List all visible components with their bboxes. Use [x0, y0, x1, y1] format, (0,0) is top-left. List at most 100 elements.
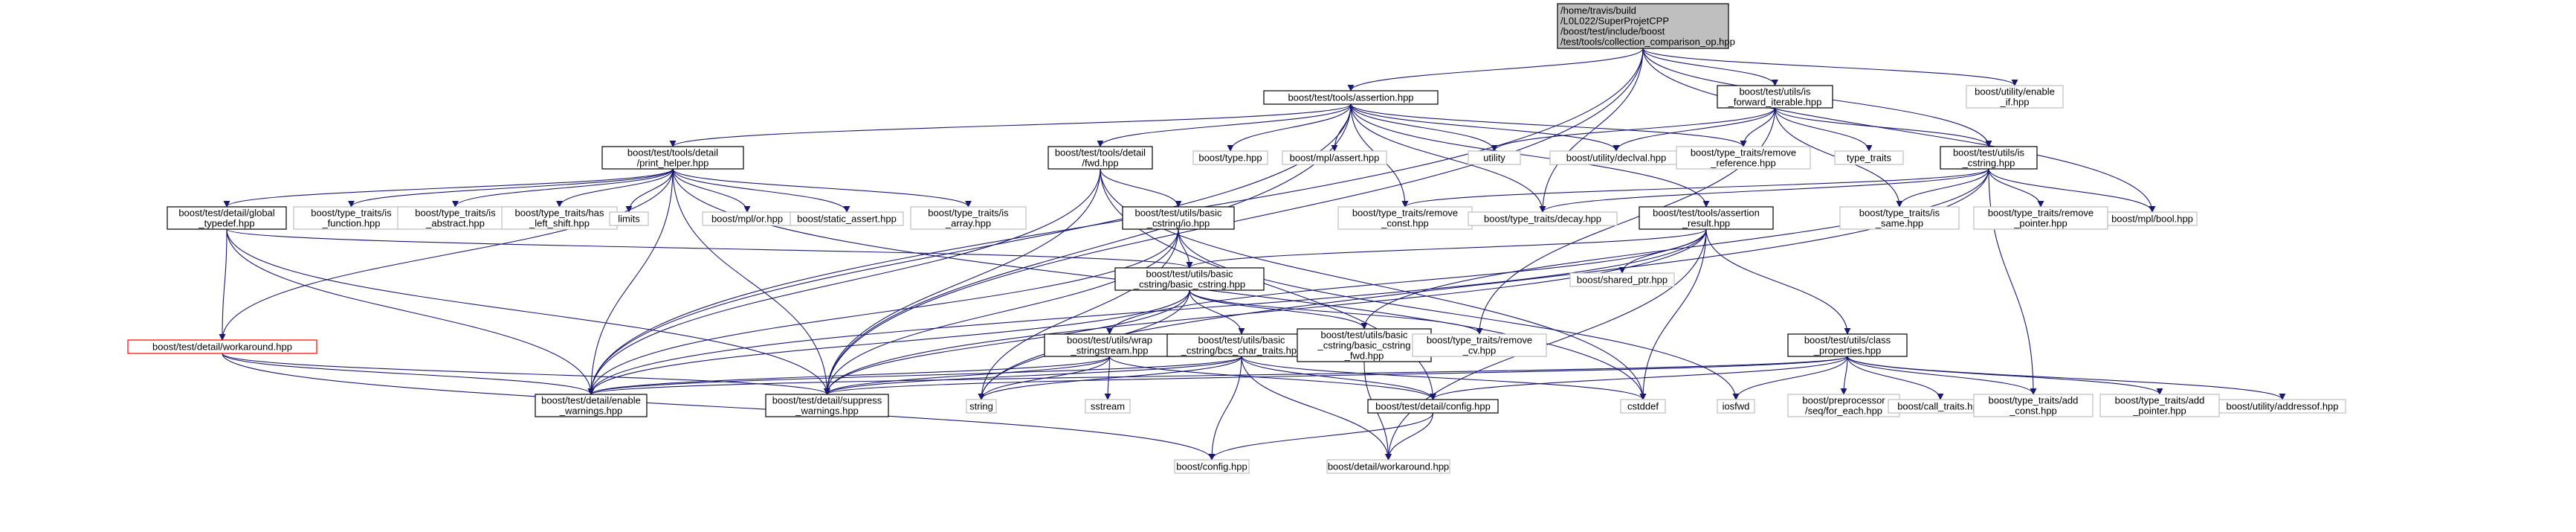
node-label-line: _stringstream.hpp [1070, 345, 1148, 356]
node-root[interactable]: /home/travis/build/L0L022/SuperProjetCPP… [1557, 3, 1735, 49]
node-label-line: boost/type_traits/has [515, 208, 604, 219]
edge-is_cstring-to-add_const [1988, 168, 2037, 395]
node-box [1973, 206, 2108, 230]
node-box [1367, 399, 1499, 414]
node-label-line: iosfwd [1723, 401, 1750, 412]
edge-class_properties-to-iosfwd [1732, 356, 1848, 400]
node-wrap-stringstream[interactable]: boost/test/utils/wrap_stringstream.hpp [1044, 333, 1175, 357]
node-is-cstring[interactable]: boost/test/utils/is_cstring.hpp [1940, 146, 2038, 170]
node-box [1263, 90, 1439, 105]
node-label-line: boost/test/utils/basic [1134, 208, 1222, 219]
node-label-line: _cstring/basic_cstring.hpp [1133, 279, 1245, 290]
node-label-line: _typedef.hpp [198, 218, 254, 229]
node-label-line: boost/test/utils/wrap [1067, 335, 1152, 346]
node-box [293, 206, 410, 230]
node-fwd[interactable]: boost/test/tools/detail/fwd.hpp [1047, 146, 1153, 170]
node-label-line: _properties.hpp [1813, 345, 1881, 356]
edge-assertion_result-to-cstddef [1639, 228, 1707, 400]
edge-class_properties-to-add_const [1847, 356, 2037, 395]
node-label-line: boost/detail/workaround.hpp [1328, 461, 1449, 472]
node-label-line: _function.hpp [321, 218, 380, 229]
node-label-line: string [969, 401, 993, 412]
node-global-typedef[interactable]: boost/test/detail/global_typedef.hpp [167, 206, 287, 230]
node-assertion[interactable]: boost/test/tools/assertion.hpp [1263, 90, 1439, 105]
node-label-line: boost/preprocessor [1802, 395, 1885, 406]
node-box [127, 339, 317, 354]
node-workaround-detail[interactable]: boost/test/detail/workaround.hpp [127, 339, 317, 354]
node-is-forward-iterable[interactable]: boost/test/utils/is_forward_iterable.hpp [1717, 85, 1833, 109]
node-seq-for-each: boost/preprocessor/seq/for_each.hpp [1787, 394, 1900, 417]
node-label-line: _cv.hpp [1462, 345, 1497, 356]
node-is-function: boost/type_traits/is_function.hpp [293, 206, 410, 230]
edge-basic_cstring-to-basic_cstring_fwd [1189, 289, 1368, 330]
edge-assertion_result-to-class_properties [1705, 228, 1851, 335]
edge-wrap_stringstream-to-suppress_warnings [824, 356, 1111, 395]
edge-class_properties-to-add_pointer [1847, 356, 2163, 395]
node-string: string [966, 399, 997, 414]
node-box [1557, 3, 1729, 49]
node-type-traits-std: type_traits [1834, 150, 1904, 165]
node-remove-reference: boost/type_traits/remove_reference.hpp [1676, 146, 1811, 170]
node-bcs-char-traits[interactable]: boost/test/utils/basic_cstring/bcs_char_… [1166, 333, 1317, 357]
node-label-line: boost/test/tools/assertion [1653, 208, 1760, 219]
node-box [1114, 267, 1265, 291]
node-basic-cstring-io[interactable]: boost/test/utils/basic_cstring/io.hpp [1122, 206, 1235, 230]
node-limits: limits [609, 211, 649, 226]
edge-is_cstring-to-mpl_bool [1988, 168, 2156, 213]
node-print-helper[interactable]: boost/test/tools/detail/print_helper.hpp [601, 146, 744, 170]
node-label-line: _cstring/bcs_char_traits.hpp [1181, 345, 1302, 356]
edge-print_helper-to-is_abstract [452, 168, 674, 208]
node-mpl-bool: boost/mpl/bool.hpp [2107, 211, 2198, 226]
node-box [1044, 333, 1175, 357]
edge-assertion-to-print_helper [669, 103, 1352, 147]
node-label-line: _fwd.hpp [1344, 350, 1384, 362]
node-label-line: boost/type_traits/is [928, 208, 1009, 219]
node-box [1620, 399, 1666, 414]
node-label-line: sstream [1091, 401, 1125, 412]
node-label-line: cstddef [1627, 401, 1659, 412]
edge-workaround_detail-to-enable_warnings [222, 353, 595, 395]
node-label-line: boost/utility/declval.hpp [1566, 153, 1666, 164]
node-label-line: boost/mpl/assert.hpp [1290, 153, 1380, 164]
node-box [1717, 85, 1833, 109]
node-label-line: boost/test/utils/basic [1146, 269, 1233, 280]
edge-bcs_char_traits-to-cstddef [1241, 356, 1647, 400]
node-box [609, 211, 649, 226]
node-label-line: boost/type_traits/add [2115, 395, 2205, 406]
node-enable-warnings[interactable]: boost/test/detail/enable_warnings.hpp [535, 394, 648, 417]
node-box [1569, 272, 1675, 287]
edge-is_forward_iterable-to-type_traits_std [1774, 107, 1873, 152]
node-suppress-warnings[interactable]: boost/test/detail/suppress_warnings.hpp [765, 394, 889, 417]
node-remove-const: boost/type_traits/remove_const.hpp [1337, 206, 1473, 230]
edge-root-to-assertion [1347, 48, 1644, 92]
edge-bcs_char_traits-to-boost_detail_workaround [1241, 356, 1392, 461]
edge-assertion_result-to-basic_cstring [1186, 228, 1707, 269]
node-config-detail[interactable]: boost/test/detail/config.hpp [1367, 399, 1499, 414]
node-label-line: boost/test/detail/suppress [772, 395, 882, 406]
edge-class_properties-to-config_detail [1430, 356, 1848, 400]
node-label-line: /test/tools/collection_comparison_op.hpp [1560, 36, 1735, 48]
edge-root-to-mpl_bool [1642, 48, 2156, 213]
edge-class_properties-to-call_traits [1847, 356, 1944, 400]
node-class-properties[interactable]: boost/test/utils/class_properties.hpp [1787, 333, 1908, 357]
edge-root-to-enable_warnings [587, 48, 1644, 395]
node-label-line: boost/test/utils/basic [1198, 335, 1285, 346]
node-label-line: /seq/for_each.hpp [1805, 406, 1882, 417]
edge-bcs_char_traits-to-suppress_warnings [824, 356, 1242, 395]
node-basic-cstring-fwd[interactable]: boost/test/utils/basic_cstring/basic_cst… [1297, 328, 1432, 362]
edge-basic_cstring-to-remove_cv [1189, 289, 1483, 335]
node-basic-cstring[interactable]: boost/test/utils/basic_cstring/basic_cst… [1114, 267, 1265, 291]
node-box [1973, 394, 2094, 417]
node-box [1337, 206, 1473, 230]
node-assertion-result[interactable]: boost/test/tools/assertion_result.hpp [1639, 206, 1774, 230]
edge-is_cstring-to-is_same [1896, 168, 1989, 208]
edge-global_typedef-to-enable_warnings [226, 228, 595, 395]
node-label-line: boost/test/tools/assertion.hpp [1288, 92, 1413, 103]
node-box [910, 206, 1027, 230]
edge-basic_cstring_io-to-string [978, 228, 1179, 400]
edge-class_properties-to-suppress_warnings [824, 356, 1848, 395]
node-label-line: boost/test/utils/is [1953, 147, 2025, 158]
node-label-line: boost/mpl/or.hpp [711, 214, 783, 225]
edge-root-to-is_forward_iterable [1642, 48, 1778, 86]
node-mpl-or: boost/mpl/or.hpp [702, 211, 793, 226]
